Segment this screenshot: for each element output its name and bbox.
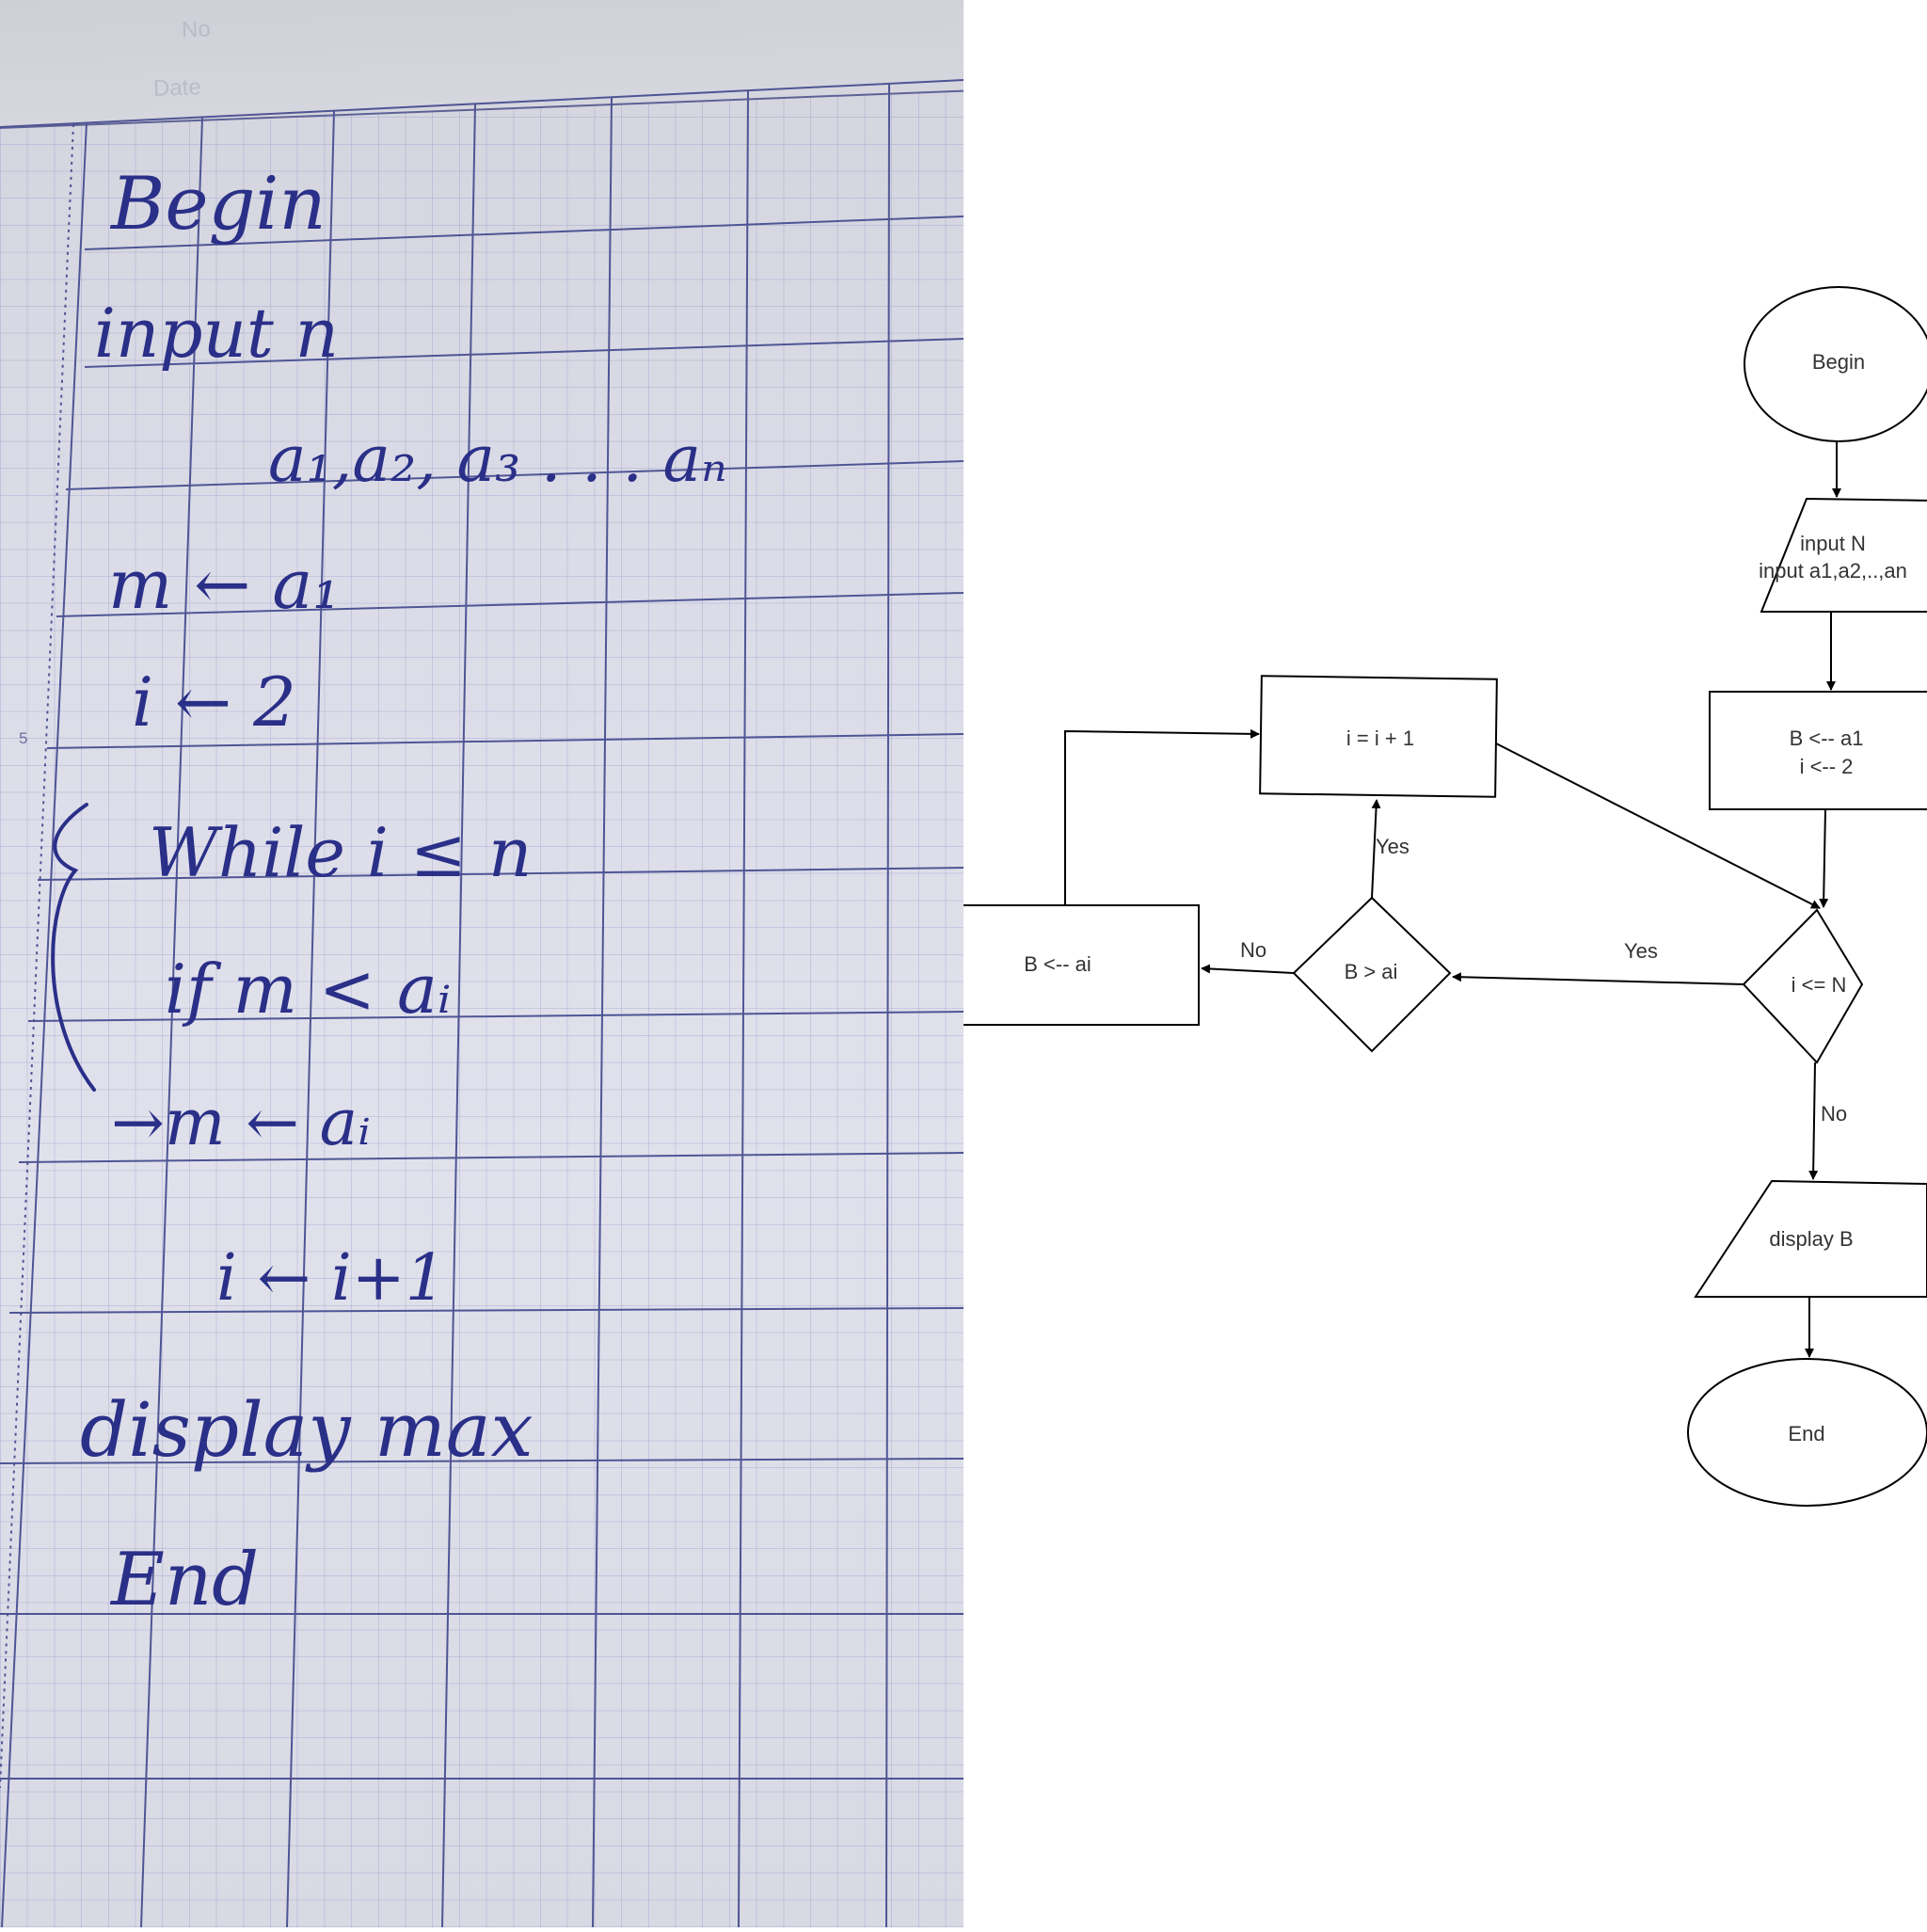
edge-label-compare-yes: Yes [1376,835,1409,858]
label-init-line2: i <-- 2 [1800,755,1854,778]
edge-loop-no-to-display [1808,1062,1819,1180]
handwritten-input-n: input n [94,294,340,373]
handwritten-assign-i: i ← 2 [132,663,296,742]
notebook-grid-lines [0,79,964,1927]
label-end: End [1788,1422,1824,1445]
handwritten-then: →m ← aᵢ [111,1086,371,1160]
handwritten-end: End [111,1538,260,1622]
label-increment: i = i + 1 [1346,726,1414,750]
handwritten-while: While i ≤ n [149,813,533,892]
handwritten-loop-bracket [51,803,96,1092]
label-begin: Begin [1812,350,1865,374]
flowchart-init-node [1709,691,1927,810]
label-input-line2: input a1,a2,..,an [1759,559,1907,583]
label-init-line1: B <-- a1 [1790,726,1864,750]
flowchart-end-node [1687,1358,1927,1507]
notebook-page-number: 5 [19,729,28,747]
label-input-line1: input N [1800,532,1866,555]
handwritten-increment: i ← i+1 [216,1241,446,1316]
flowchart-display-node [1694,1179,1927,1298]
edge-assign-to-increment [1064,728,1260,905]
edge-compare-yes-to-increment [1371,799,1381,899]
flowchart-panel: Begin input N input a1,a2,..,an B <-- a1… [953,0,1927,1927]
handwritten-begin: Begin [111,162,326,247]
edge-increment-to-loop [1495,742,1821,909]
edge-label-loop-yes: Yes [1624,939,1658,963]
handwritten-assign-m: m ← a₁ [108,545,341,624]
edge-init-to-loop [1819,808,1829,908]
handwritten-if: if m < aᵢ [165,950,452,1029]
flowchart-input-node [1760,497,1927,613]
edge-label-compare-no: No [1240,938,1266,962]
flowchart-assign-node [953,904,1200,1026]
edge-loop-yes-to-compare [1452,972,1744,985]
label-compare-condition: B > ai [1345,960,1398,983]
edge-compare-no-to-assign [1201,964,1295,974]
flowchart-increment-node [1259,675,1498,798]
flowchart-diagram: Begin input N input a1,a2,..,an B <-- a1… [953,286,1927,1507]
flowchart-begin-node [1744,286,1927,442]
notebook-photo: No Date 5 [0,0,964,1927]
flowchart-compare-decision [1292,896,1452,1053]
edge-label-loop-no: No [1821,1102,1847,1126]
handwritten-input-values: a₁,a₂, a₃ . . . aₙ [268,423,727,497]
label-assign: B <-- ai [1024,952,1091,976]
label-display: display B [1769,1227,1853,1251]
label-loop-condition: i <= N [1792,973,1847,997]
handwritten-display: display max [80,1386,534,1474]
flowchart-loop-decision [1742,908,1864,1064]
